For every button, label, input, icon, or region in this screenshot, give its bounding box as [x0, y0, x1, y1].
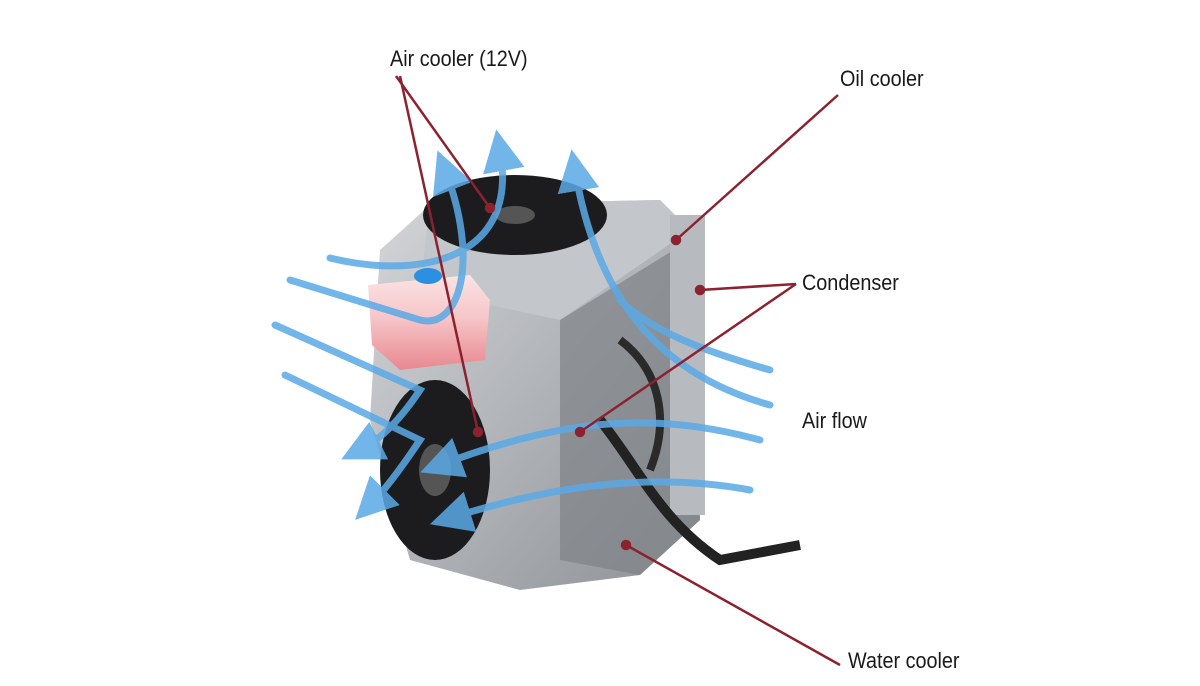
leader-condenser — [574, 282, 797, 438]
leader-air-cooler — [394, 75, 496, 438]
label-air-flow: Air flow — [802, 408, 867, 433]
leader-water-cooler — [620, 539, 841, 667]
leader-oil-cooler — [670, 94, 839, 246]
label-air-cooler: Air cooler (12V) — [390, 46, 528, 71]
label-water-cooler: Water cooler — [848, 648, 960, 673]
air-flow-arrows — [271, 129, 774, 532]
label-condenser: Condenser — [802, 270, 899, 295]
hose — [596, 416, 801, 566]
label-oil-cooler: Oil cooler — [840, 66, 924, 91]
